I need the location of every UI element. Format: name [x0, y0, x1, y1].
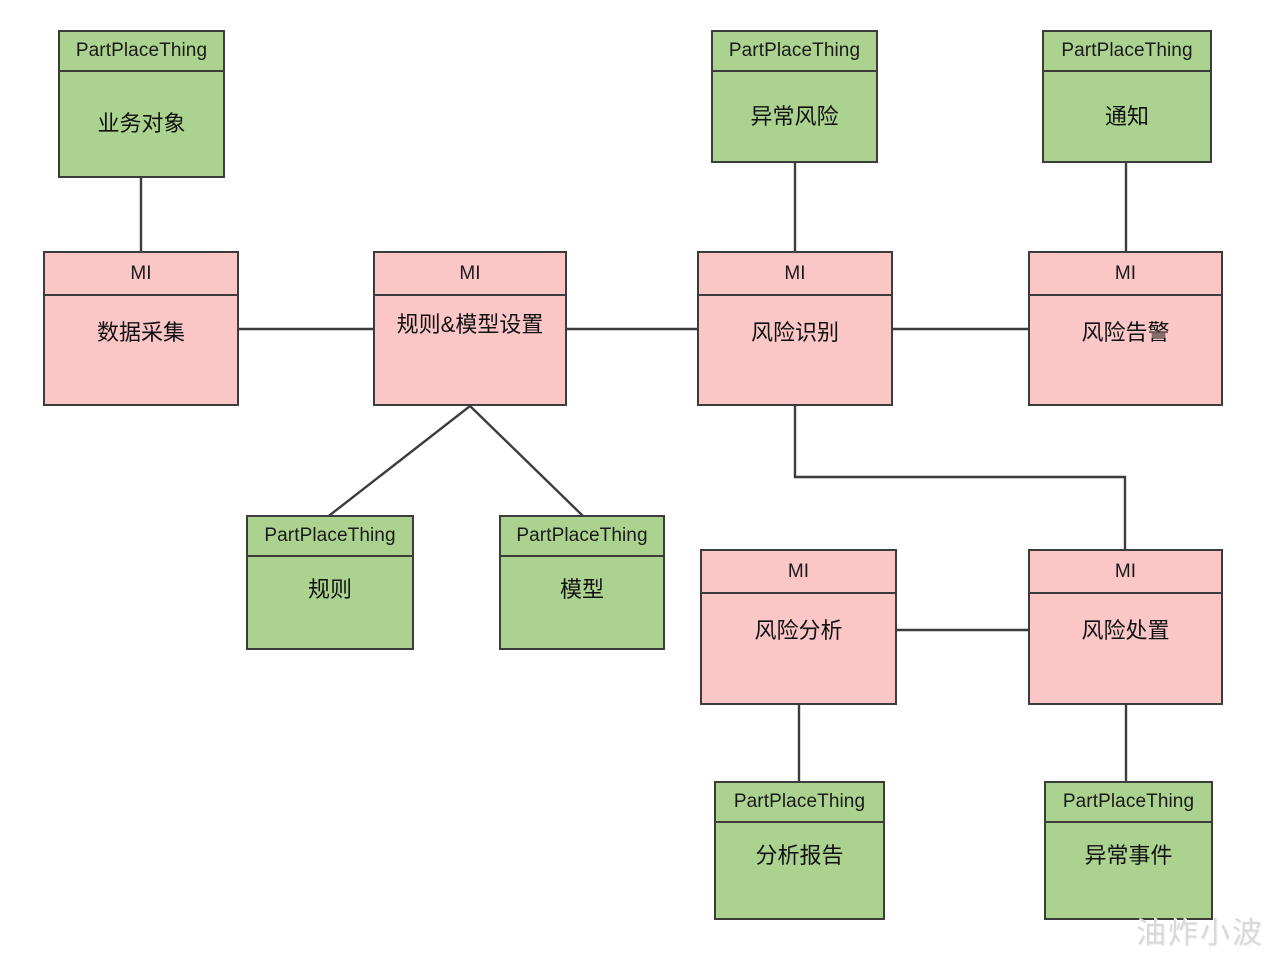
node-label: 模型: [501, 557, 663, 648]
node-abnormal-event[interactable]: PartPlaceThing 异常事件: [1044, 781, 1213, 920]
node-stereotype: PartPlaceThing: [1046, 783, 1211, 823]
node-notification[interactable]: PartPlaceThing 通知: [1042, 30, 1212, 163]
node-business-object[interactable]: PartPlaceThing 业务对象: [58, 30, 225, 178]
node-label: 规则: [248, 557, 412, 648]
node-abnormal-risk[interactable]: PartPlaceThing 异常风险: [711, 30, 878, 163]
node-stereotype: MI: [702, 551, 895, 594]
node-stereotype: PartPlaceThing: [713, 32, 876, 72]
edge-risk-identification-to-risk-disposal: [793, 404, 1127, 551]
node-label: 业务对象: [60, 72, 223, 176]
node-risk-analysis[interactable]: MI 风险分析: [700, 549, 897, 705]
node-label: 风险识别: [699, 296, 891, 404]
node-stereotype: MI: [1030, 253, 1221, 296]
node-stereotype: PartPlaceThing: [60, 32, 223, 72]
node-risk-identification[interactable]: MI 风险识别: [697, 251, 893, 406]
node-label: 风险处置: [1030, 594, 1221, 703]
node-model[interactable]: PartPlaceThing 模型: [499, 515, 665, 650]
watermark-text: 油炸小波: [1136, 917, 1264, 950]
node-label: 规则&模型设置: [375, 296, 565, 404]
node-risk-alert[interactable]: MI 风险告警: [1028, 251, 1223, 406]
node-label: 风险分析: [702, 594, 895, 703]
node-rule-model-setting[interactable]: MI 规则&模型设置: [373, 251, 567, 406]
node-stereotype: MI: [45, 253, 237, 296]
node-label: 分析报告: [716, 823, 883, 918]
node-stereotype: MI: [699, 253, 891, 296]
node-label: 风险告警: [1030, 296, 1221, 404]
edge-rule-model-setting-to-rule: [328, 404, 472, 517]
node-stereotype: PartPlaceThing: [1044, 32, 1210, 72]
node-stereotype: MI: [375, 253, 565, 296]
node-data-collection[interactable]: MI 数据采集: [43, 251, 239, 406]
node-stereotype: PartPlaceThing: [501, 517, 663, 557]
node-stereotype: MI: [1030, 551, 1221, 594]
node-risk-disposal[interactable]: MI 风险处置: [1028, 549, 1223, 705]
node-label: 异常风险: [713, 72, 876, 161]
node-stereotype: PartPlaceThing: [716, 783, 883, 823]
node-label: 数据采集: [45, 296, 237, 404]
node-label: 异常事件: [1046, 823, 1211, 918]
edge-rule-model-setting-to-model: [468, 404, 584, 517]
node-label: 通知: [1044, 72, 1210, 161]
node-stereotype: PartPlaceThing: [248, 517, 412, 557]
node-analysis-report[interactable]: PartPlaceThing 分析报告: [714, 781, 885, 920]
node-rule[interactable]: PartPlaceThing 规则: [246, 515, 414, 650]
